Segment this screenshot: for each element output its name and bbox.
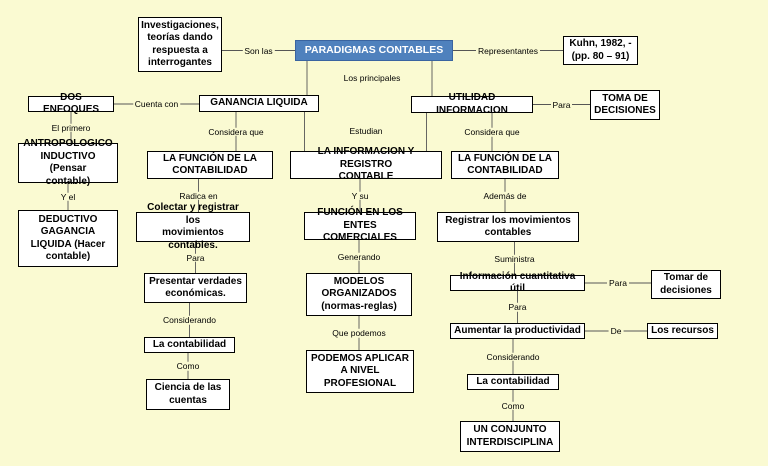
edge-label: Radica en [177,190,220,201]
edge-label: Cuenta con [132,98,181,109]
edge-label: Considerando [484,351,542,362]
node-funcion-l: LA FUNCIÓN DE LA CONTABILIDAD [147,151,273,179]
node-recursos: Los recursos [647,323,718,339]
edge-label: Y su [349,190,371,201]
node-ciencia: Ciencia de las cuentas [146,379,230,410]
node-ganancia: GANANCIA LIQUIDA [199,95,319,112]
node-contab-r: La contabilidad [467,374,559,390]
node-paradigmas: PARADIGMAS CONTABLES [295,40,453,61]
node-investigaciones: Investigaciones, teorías dando respuesta… [138,17,222,72]
edge-label: Considerando [161,314,218,325]
node-toma1: TOMA DE DECISIONES [590,90,660,120]
node-funcion-entes: FUNCIÓN EN LOS ENTES COMERCIALES [304,207,416,243]
edge-label: Estudian [347,125,385,136]
node-antropologico: ANTROPOLOGICO INDUCTIVO (Pensar contable… [18,138,118,187]
node-presentar: Presentar verdades económicas. [144,273,247,303]
node-conjunto: UN CONJUNTO INTERDISCIPLINA [460,421,560,452]
node-colectar: Colectar y registrar los movimientos con… [136,202,250,251]
edge-label: Que podemos [330,327,388,338]
edge-label: De [608,325,624,336]
node-modelos: MODELOS ORGANIZADOS (normas-reglas) [306,273,412,316]
edge-label: Suministra [492,253,537,264]
node-tomar: Tomar de decisiones [651,270,721,299]
edge-label: Generando [335,251,383,262]
node-utilidad: UTILIDAD INFORMACION [411,92,533,116]
edge-label: Además de [481,190,529,201]
node-registrar: Registrar los movimientos contables [437,212,579,242]
edge-label: Como [174,360,202,371]
edge-label: Para [184,252,207,263]
edge-label: Considera que [206,126,266,137]
edge-label: Para [506,301,529,312]
node-contab-l: La contabilidad [144,337,235,353]
node-podemos: PODEMOS APLICAR A NIVEL PROFESIONAL [306,350,414,393]
node-info-cuant: Información cuantitativa útil [450,271,585,294]
edge-label: Y el [58,191,78,202]
node-info-reg: LA INFORMACION Y REGISTRO CONTABLE [290,146,442,182]
node-funcion-r: LA FUNCIÓN DE LA CONTABILIDAD [451,151,559,179]
edge-label: Son las [242,45,275,56]
edge-label: Para [550,99,573,110]
node-deductivo: DEDUCTIVO GAGANCIA LIQUIDA (Hacer contab… [18,210,118,267]
edge-label: Considera que [462,126,522,137]
node-aumentar: Aumentar la productividad [450,323,585,339]
edge-label: Los principales [341,72,403,83]
edge-label: El primero [49,122,93,133]
edge-label: Para [607,277,629,288]
node-kuhn: Kuhn, 1982, - (pp. 80 – 91) [563,36,638,65]
node-dos-enfoques: DOS ENFOQUES [28,92,114,115]
edge-label: Como [499,400,527,411]
edge-label: Representantes [475,45,541,56]
